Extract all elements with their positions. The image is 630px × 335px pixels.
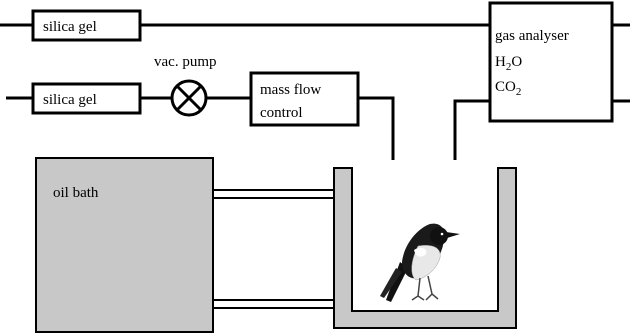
oil-bath: oil bath xyxy=(35,157,214,333)
circle-x-pump-icon xyxy=(170,79,208,117)
magpie-bird-icon xyxy=(380,223,460,302)
silica-gel-top: silica gel xyxy=(31,9,142,42)
vac-pump-label: vac. pump xyxy=(154,54,216,70)
silica-gel-bottom: silica gel xyxy=(31,82,142,115)
gas-analyser: gas analyser H2O CO2 xyxy=(488,1,614,123)
oil-pipe-lower xyxy=(212,299,335,309)
silica-gel-bottom-label: silica gel xyxy=(43,92,97,108)
oil-pipes xyxy=(212,189,335,309)
h2o-label: H2O xyxy=(495,54,522,73)
oil-bath-label: oil bath xyxy=(53,185,99,201)
gas-lines xyxy=(0,23,630,168)
oil-pipe-upper xyxy=(212,189,335,199)
mass-flow-label-2: control xyxy=(260,105,303,121)
silica-gel-top-label: silica gel xyxy=(43,19,97,35)
co2-label: CO2 xyxy=(495,79,521,98)
flow-to-chamber-line xyxy=(358,96,395,168)
mass-flow-label-1: mass flow xyxy=(260,82,321,98)
gas-analyser-label: gas analyser xyxy=(495,28,569,44)
chamber-to-analyser-line xyxy=(453,99,490,168)
mass-flow-control: mass flow control xyxy=(249,71,360,127)
